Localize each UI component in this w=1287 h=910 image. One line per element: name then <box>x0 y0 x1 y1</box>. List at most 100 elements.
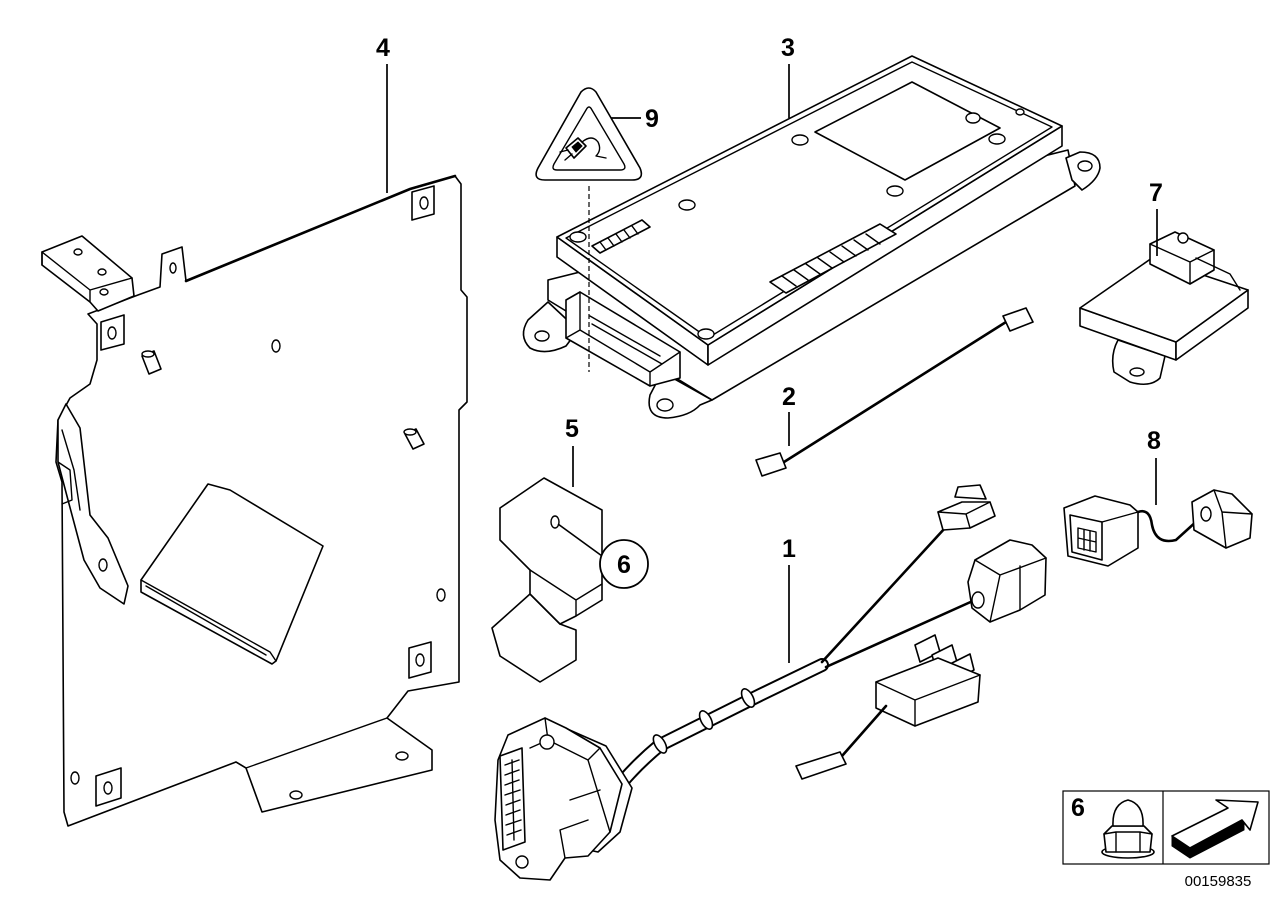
bracket-pin-end <box>141 350 155 358</box>
image-number: 00159835 <box>1185 873 1252 890</box>
harness-relay-wire <box>840 704 888 758</box>
warning-triangle-outer <box>535 87 643 181</box>
arrow-icon-shape <box>1171 799 1259 849</box>
bracket-hole <box>271 339 281 353</box>
part-5-lower-leg <box>491 593 577 683</box>
harness-ferrule <box>652 734 668 754</box>
part-7-module <box>1079 231 1249 386</box>
tab-hole <box>99 288 109 296</box>
part-7-ear-hole <box>1129 367 1145 377</box>
module-ear-hole <box>656 398 674 412</box>
part-labels: 4 3 9 7 2 5 8 1 6 <box>376 34 1163 589</box>
module-vent-slats <box>781 233 881 287</box>
harness-ferrule <box>698 710 714 730</box>
harness-ferrule <box>740 688 756 708</box>
harness-d-connector-screw <box>515 855 529 869</box>
part-2-wire <box>755 307 1034 477</box>
module-ear-hole <box>534 330 550 342</box>
nut-icon-hex-edges <box>1103 831 1153 853</box>
mount-hole <box>415 653 425 667</box>
part-7-ear <box>1111 339 1166 386</box>
nut-icon <box>1101 799 1155 859</box>
label-part-8: 8 <box>1147 427 1161 455</box>
label-part-6-circle <box>599 539 649 589</box>
bracket-inner-fold <box>140 483 324 665</box>
bracket-inner-fold-bend <box>140 579 277 662</box>
warning-plug-icon-pins <box>559 137 607 161</box>
module-label-area <box>814 81 1001 181</box>
mount-hole <box>103 781 113 795</box>
module-vent-slats <box>599 225 639 251</box>
mount-hole <box>107 326 117 340</box>
harness-plug-top-upper <box>954 484 987 500</box>
label-part-4: 4 <box>376 34 390 62</box>
part-7-top-face <box>1079 257 1249 343</box>
warning-plug-icon-body <box>571 141 583 153</box>
leader-lines <box>386 64 1158 663</box>
part-5-bend-lines <box>529 569 603 617</box>
label-part-3: 3 <box>781 34 795 62</box>
bracket-hole <box>98 558 108 572</box>
bracket-hole <box>289 790 303 800</box>
tab-hole <box>169 262 177 274</box>
part-8-connector-left-grid <box>1077 511 1139 553</box>
part-2-plug-left <box>755 452 787 477</box>
bracket-bottom-bend <box>235 717 388 769</box>
module-screw <box>988 133 1006 145</box>
tab-hole <box>97 268 107 276</box>
inset-label: 6 <box>1071 794 1085 822</box>
bracket-left-tab <box>41 235 135 312</box>
harness-round-connector <box>967 539 1047 623</box>
part-8-connector-right <box>1191 489 1253 549</box>
harness-d-connector-screw <box>539 734 555 750</box>
label-part-2: 2 <box>782 383 796 411</box>
tab-hole <box>73 248 83 256</box>
leader-part-6 <box>557 523 603 557</box>
module-screw <box>697 328 715 340</box>
part-5-hole <box>550 515 560 529</box>
part-8-wire <box>1136 510 1200 543</box>
part-5-upper-plate <box>499 477 603 625</box>
harness-plug-top-lines <box>937 501 991 529</box>
harness-round-connector-lines <box>974 557 1047 623</box>
mount-hole <box>419 196 429 210</box>
harness-relay-box <box>875 657 981 727</box>
part-8-connector-right-lines <box>1213 489 1253 549</box>
bracket-hole <box>395 751 409 761</box>
module-top-rim <box>565 61 1053 339</box>
part-3-module <box>522 55 1101 419</box>
bracket-plate <box>55 175 468 827</box>
harness-small-plug <box>795 751 847 780</box>
harness-d-connector-pins <box>504 759 522 841</box>
bracket-hole <box>70 771 80 785</box>
harness-relay-box-lines <box>875 674 981 727</box>
module-ear-hole <box>1077 160 1093 172</box>
module-screw <box>886 185 904 197</box>
harness-d-connector-body-lines <box>529 717 611 859</box>
module-vent-left <box>591 219 651 254</box>
harness-round-connector-port <box>971 591 985 609</box>
nut-icon-hex <box>1103 825 1153 853</box>
part-8-connectors <box>1063 489 1253 567</box>
bracket-hole <box>436 588 446 602</box>
bracket-side-fold <box>57 403 129 605</box>
part-9-warning-label <box>535 87 643 181</box>
module-screw <box>569 231 587 243</box>
nut-icon-dome <box>1112 799 1144 827</box>
part-2-wire-line <box>782 320 1008 464</box>
bracket-pin-end <box>403 428 417 436</box>
label-part-1: 1 <box>782 535 796 563</box>
arrow-icon <box>1171 799 1259 859</box>
bracket-top-edge <box>184 174 457 283</box>
inset-box: 6 <box>1062 790 1270 865</box>
label-part-5: 5 <box>565 415 579 443</box>
part-5-bracket <box>491 477 603 683</box>
part-4-bracket <box>41 174 468 827</box>
label-part-6: 6 <box>617 551 631 579</box>
harness-wire <box>820 526 947 664</box>
part-7-connector-lines <box>1149 243 1241 291</box>
label-part-9: 9 <box>645 105 659 133</box>
part-7-screw <box>1177 232 1189 244</box>
label-part-7: 7 <box>1149 179 1163 207</box>
